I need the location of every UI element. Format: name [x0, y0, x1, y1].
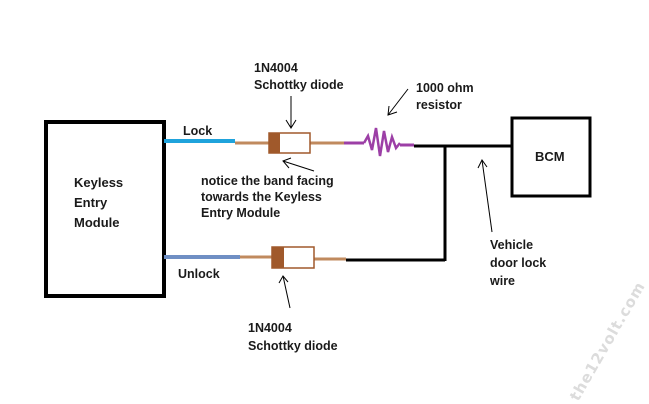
module-label-line-1: Keyless: [74, 175, 124, 190]
arrow-diode-bottom-head: [278, 275, 289, 284]
diagram-graphics: [44, 88, 592, 309]
band-note-line-2: towards the Keyless: [201, 190, 322, 204]
diode-bottom-band: [272, 247, 284, 268]
resistor-label: 1000 ohm resistor: [416, 80, 474, 114]
door-lock-wire-label: Vehicle door lock wire: [490, 236, 546, 290]
module-label-line-2: Entry: [74, 195, 108, 210]
diode-top-part-number: 1N4004: [254, 61, 298, 75]
module-label-line-3: Module: [74, 215, 120, 230]
wiring-diagram: Keyless Entry Module BCM Lock Unlock 1N4…: [44, 60, 649, 404]
arrow-diode-top-head: [285, 119, 297, 129]
resistor-value: 1000 ohm: [416, 81, 474, 95]
resistor-type: resistor: [416, 98, 462, 112]
diode-top-type: Schottky diode: [254, 78, 344, 92]
arrow-door-wire-head: [477, 159, 488, 169]
diode-bottom-label: 1N4004 Schottky diode: [248, 319, 338, 355]
diode-bottom-type: Schottky diode: [248, 339, 338, 353]
keyless-entry-module-box: [44, 120, 166, 298]
diode-bottom-part-number: 1N4004: [248, 321, 292, 335]
arrow-band-head: [282, 157, 292, 169]
keyless-entry-module-label: Keyless Entry Module: [74, 173, 123, 233]
door-wire-line-1: Vehicle: [490, 238, 534, 252]
band-note-label: notice the band facing towards the Keyle…: [201, 173, 334, 221]
arrow-diode-bottom-shaft: [282, 275, 291, 309]
diode-top-label: 1N4004 Schottky diode: [254, 60, 344, 94]
door-wire-line-3: wire: [490, 274, 516, 288]
arrow-door-wire-shaft: [481, 159, 493, 233]
bcm-label: BCM: [535, 149, 565, 164]
arrow-band-shaft: [282, 160, 315, 172]
door-wire-line-2: door lock: [490, 256, 547, 270]
diode-top-band: [269, 133, 280, 153]
lock-label: Lock: [183, 124, 213, 138]
arrow-resistor-head: [387, 105, 398, 116]
bcm-box: [510, 116, 592, 198]
unlock-label: Unlock: [178, 267, 220, 281]
band-note-line-3: Entry Module: [201, 206, 281, 220]
arrow-resistor-shaft: [387, 88, 409, 116]
band-note-line-1: notice the band facing: [201, 174, 334, 188]
resistor-zigzag: [362, 127, 401, 157]
